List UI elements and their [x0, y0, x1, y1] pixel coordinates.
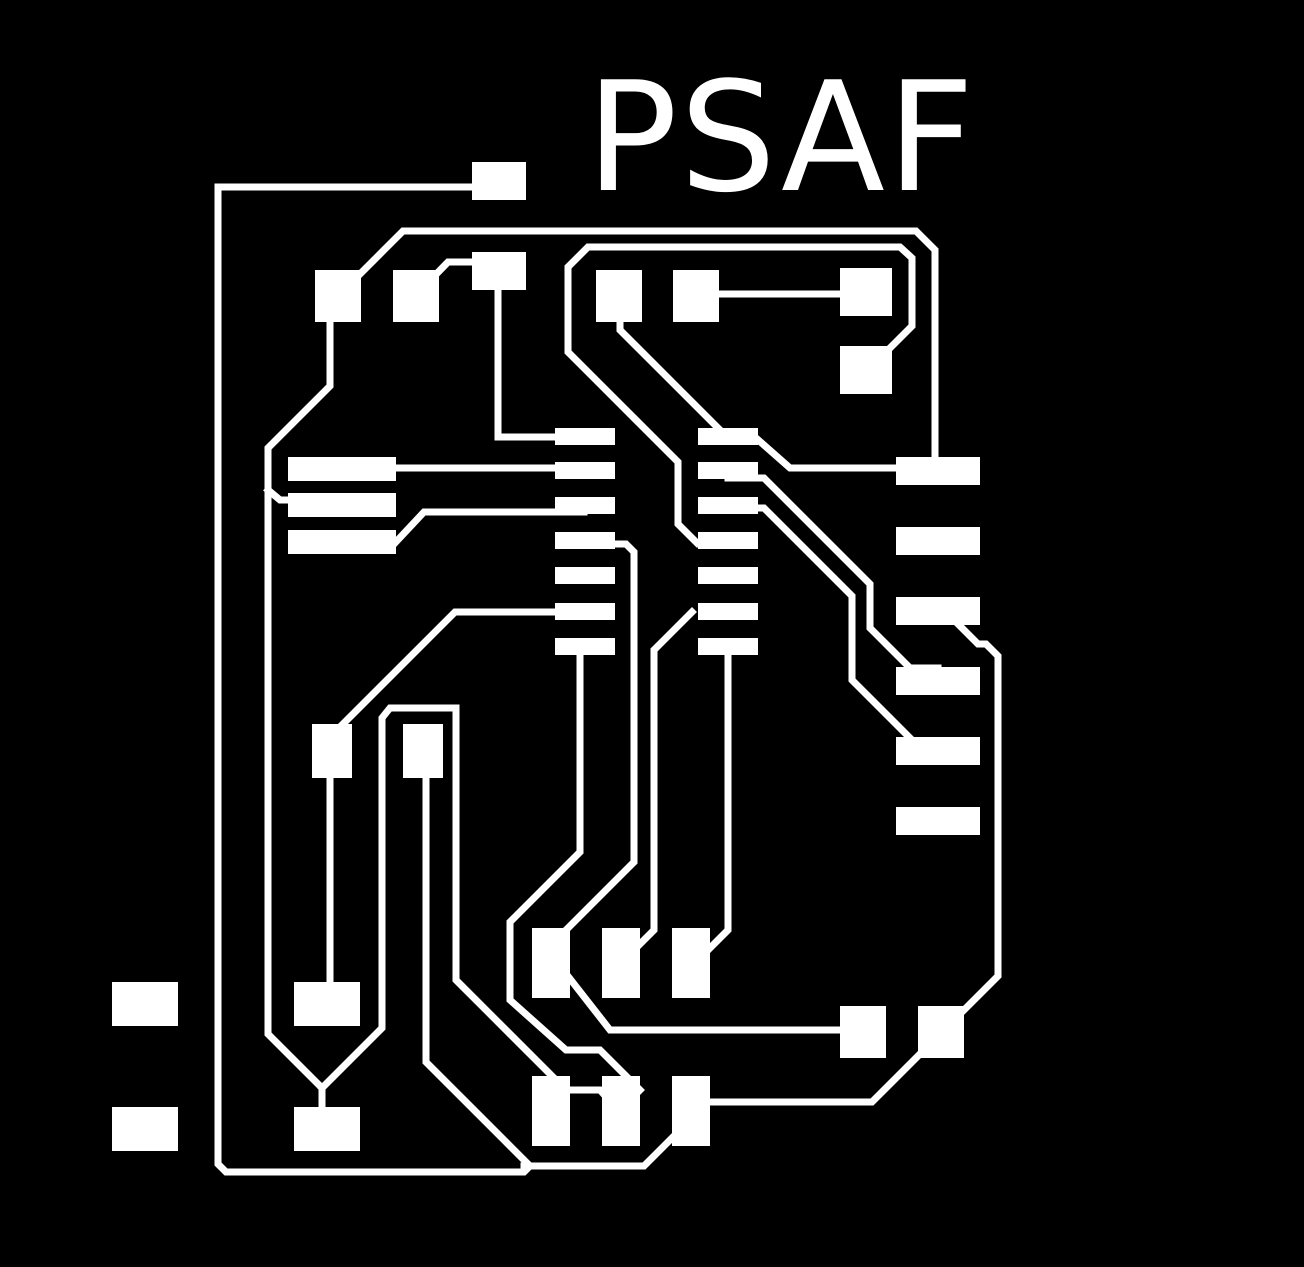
ic1 — [555, 428, 615, 655]
ic2-pin — [698, 497, 758, 514]
pad-pwr-2 — [112, 1107, 178, 1151]
pad-top-small — [472, 162, 526, 200]
ic2-pin — [698, 638, 758, 655]
pad-c1-2 — [918, 1006, 964, 1058]
pad-j2-1 — [596, 270, 642, 322]
ic1-pin — [555, 638, 615, 655]
pad-pwr-1 — [112, 982, 178, 1026]
pad-q1-2 — [602, 928, 640, 998]
trace-bottom-right — [555, 961, 866, 1034]
trace-right-return — [688, 617, 1002, 1106]
pad-j1-2 — [393, 270, 439, 322]
pad-mid-2 — [403, 724, 443, 778]
pad-conn-right-4 — [896, 667, 980, 695]
pad-r1-1 — [840, 268, 892, 316]
ic2-pin — [698, 532, 758, 549]
pad-q2-3 — [672, 1076, 710, 1146]
trace-left-bus — [264, 296, 334, 1126]
pad-conn-right-1 — [896, 457, 980, 485]
ic2-pin — [698, 603, 758, 620]
trace-ic1-col-a — [506, 644, 645, 1095]
ic2-pin — [698, 428, 758, 445]
ic1-pin — [555, 428, 615, 445]
ic1-pin — [555, 497, 615, 514]
board-label: PSAF — [586, 49, 977, 226]
pad-c1-1 — [840, 1006, 886, 1058]
pad-q2-2 — [602, 1076, 640, 1146]
pad-conn-right-5 — [896, 737, 980, 765]
pad-hdr-left-3 — [288, 530, 396, 554]
trace-ic1-to-pad — [326, 608, 588, 1004]
pad-conn-right-6 — [896, 807, 980, 835]
pad-q1-3 — [672, 928, 710, 998]
pad-sw-1 — [294, 982, 360, 1026]
pad-hdr-left-1 — [288, 457, 396, 481]
ic1-pin — [555, 462, 615, 479]
pad-mid-1 — [312, 724, 352, 778]
trace-ic2-pin-a — [627, 607, 697, 957]
pad-j1-3 — [472, 252, 526, 290]
trace-outer-loop — [214, 183, 535, 1176]
ic1-pin — [555, 567, 615, 584]
ic1-pin — [555, 603, 615, 620]
pad-conn-right-2 — [896, 527, 980, 555]
trace-top-rail — [333, 227, 939, 484]
pad-q1-1 — [532, 928, 570, 998]
pad-layer — [112, 162, 980, 1151]
pad-r1-2 — [840, 346, 892, 394]
pad-j2-2 — [673, 270, 719, 322]
pad-j1-1 — [315, 270, 361, 322]
pad-conn-right-3 — [896, 597, 980, 625]
ic1-pin — [555, 532, 615, 549]
pad-q2-1 — [532, 1076, 570, 1146]
ic2-pin — [698, 462, 758, 479]
pad-sw-2 — [294, 1107, 360, 1151]
trace-mid-loop — [317, 704, 623, 1115]
ic2 — [698, 428, 758, 655]
trace-right-loop — [564, 243, 916, 548]
ic2-pin — [698, 567, 758, 584]
pad-hdr-left-2 — [288, 493, 396, 517]
